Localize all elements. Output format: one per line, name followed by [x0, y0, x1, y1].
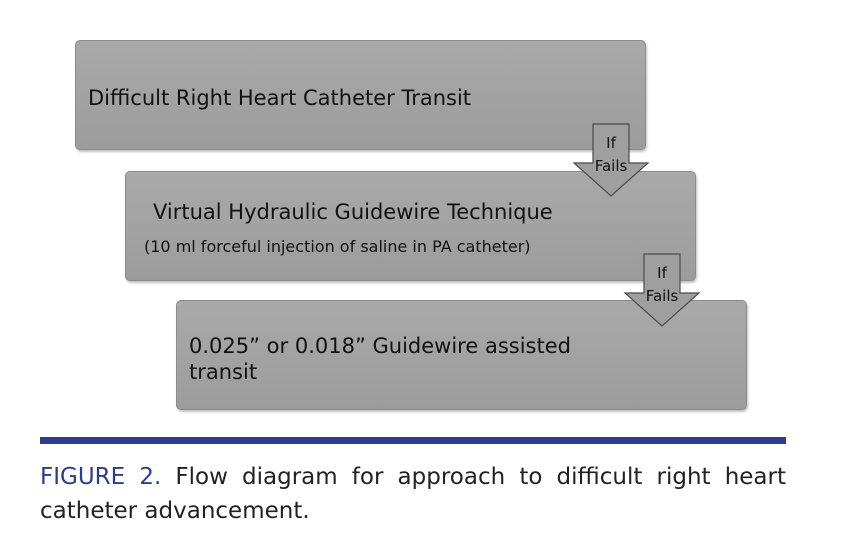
flow-step-difficult-transit: Difficult Right Heart Catheter Transit: [75, 40, 646, 150]
figure-number: FIGURE 2.: [40, 464, 162, 490]
down-arrow-icon: [572, 123, 650, 197]
arrow-label-if: If: [606, 134, 616, 152]
down-arrow-icon: [623, 253, 701, 327]
figure-caption: FIGURE 2. Flow diagram for approach to d…: [40, 460, 786, 528]
step-label: Virtual Hydraulic Guidewire Technique: [153, 200, 553, 224]
step-label: Difficult Right Heart Catheter Transit: [88, 86, 472, 110]
caption-divider: [40, 437, 786, 444]
flow-step-hydraulic-guidewire: Virtual Hydraulic Guidewire Technique (1…: [125, 171, 696, 281]
arrow-label-fails: Fails: [645, 287, 679, 305]
down-arrow-if-fails-1: If Fails: [571, 123, 651, 197]
down-arrow-if-fails-2: If Fails: [622, 253, 702, 327]
flow-step-guidewire-assisted: 0.025” or 0.018” Guidewire assisted tran…: [176, 300, 747, 410]
step-sublabel: (10 ml forceful injection of saline in P…: [144, 237, 531, 256]
caption-text: Flow diagram for approach to difficult r…: [40, 464, 786, 524]
arrow-label-fails: Fails: [594, 157, 628, 175]
arrow-label-if: If: [657, 264, 667, 282]
step-label: 0.025” or 0.018” Guidewire assisted tran…: [189, 334, 571, 384]
